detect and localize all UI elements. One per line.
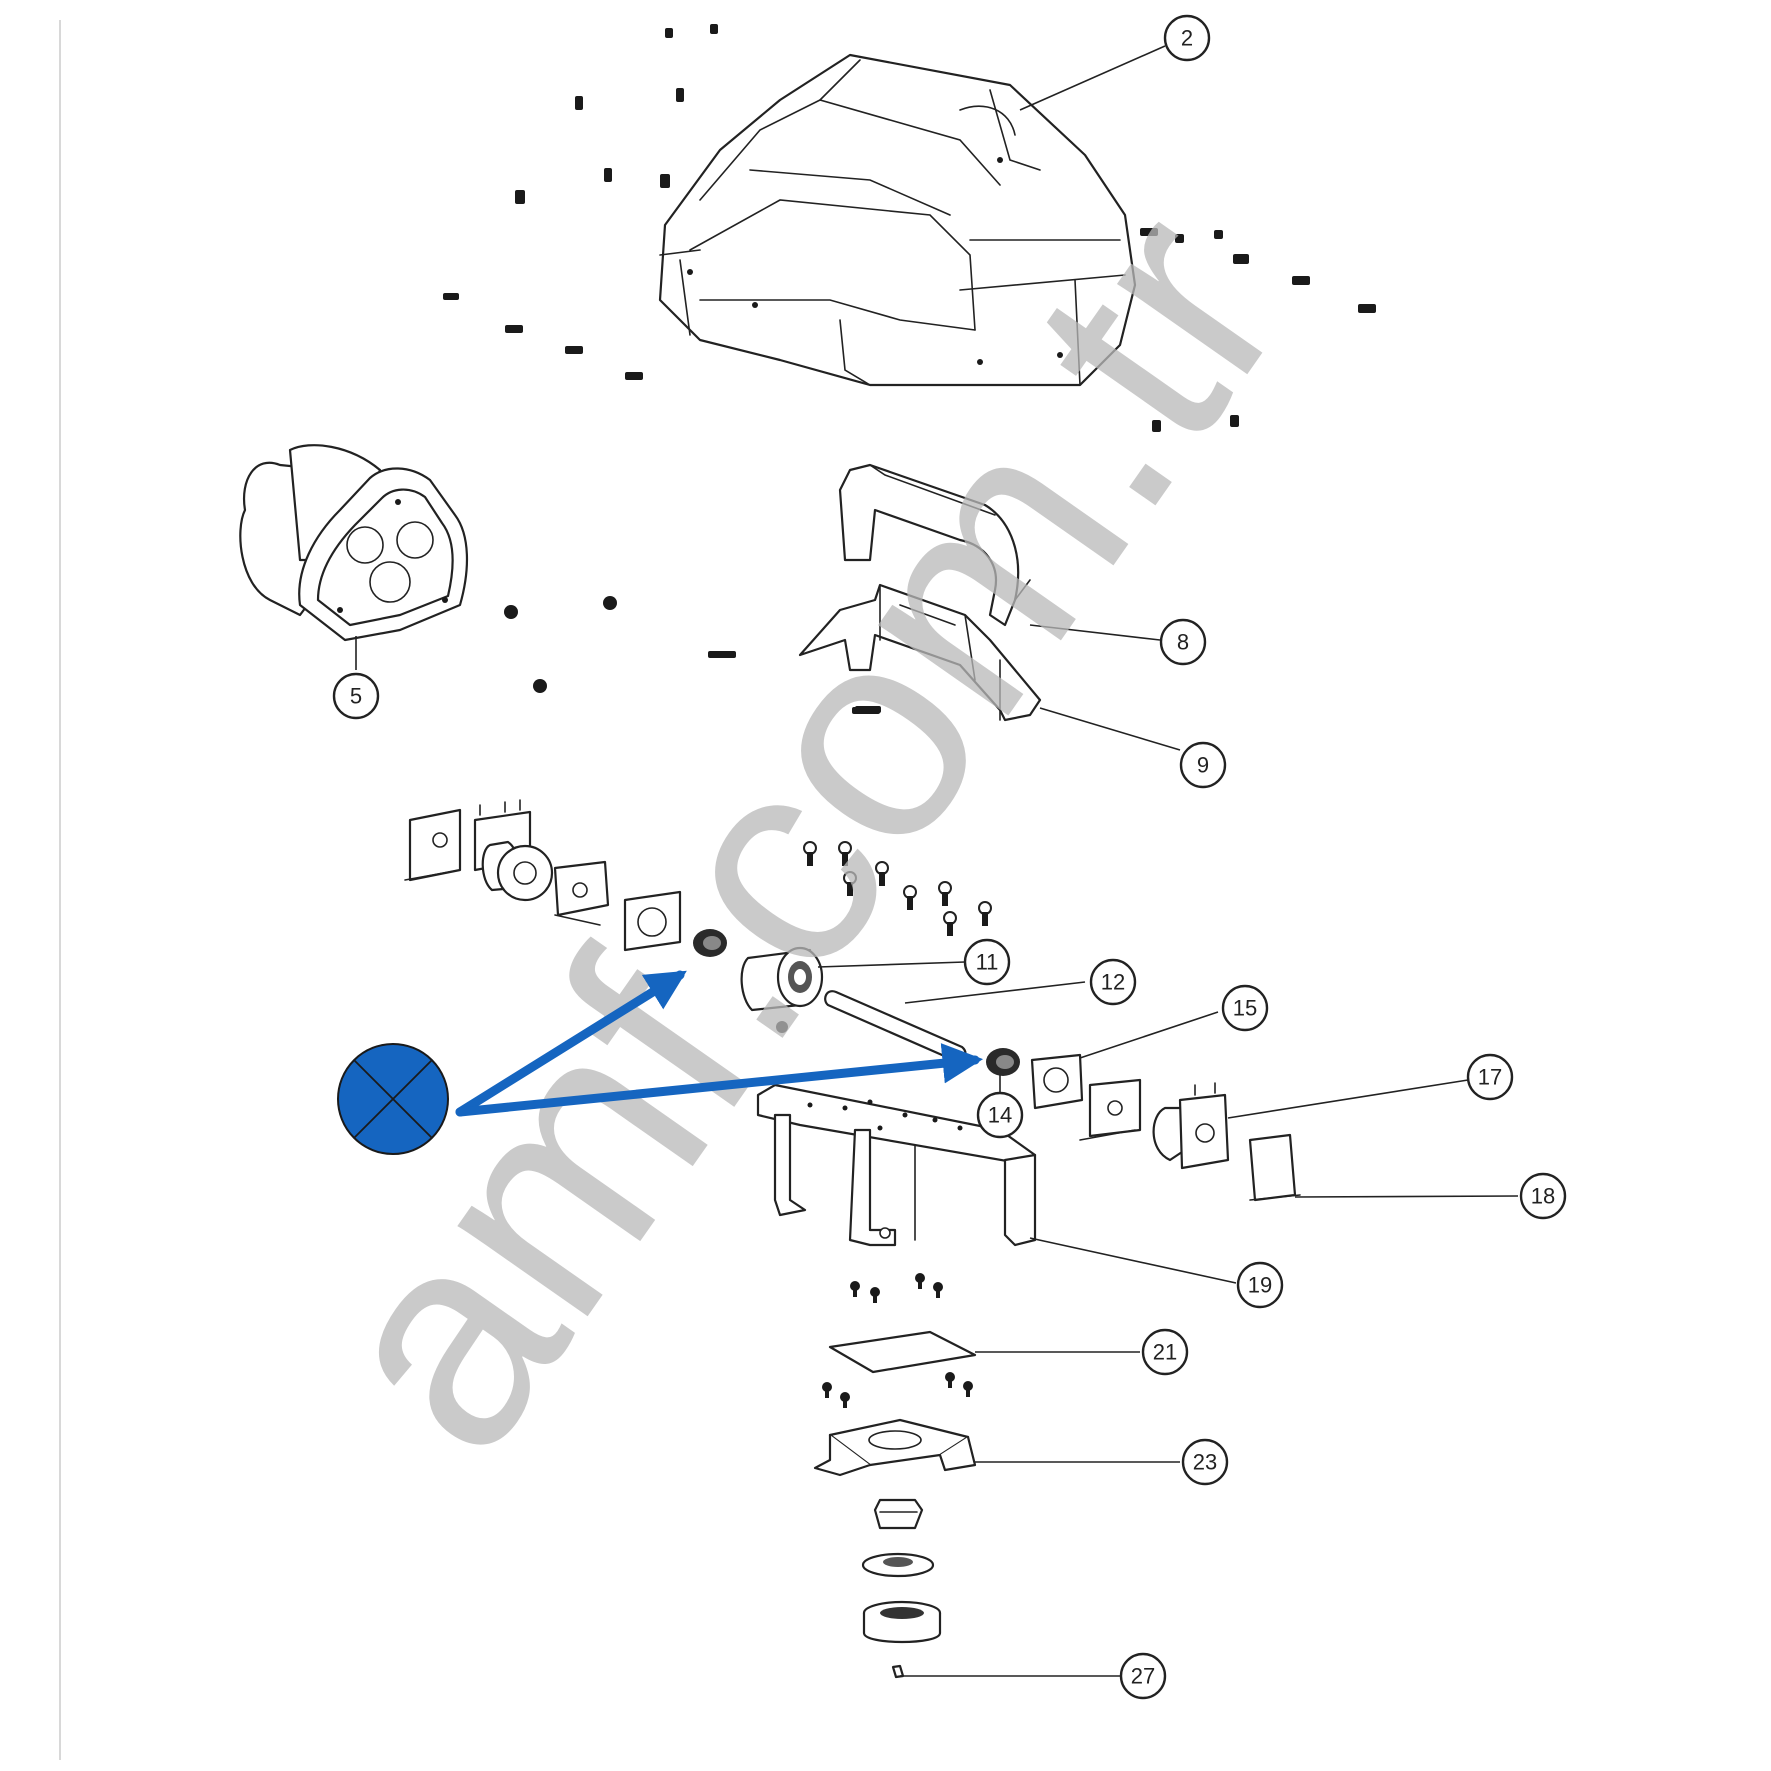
roller — [740, 946, 824, 1012]
svg-text:14: 14 — [988, 1103, 1012, 1128]
svg-text:17: 17 — [1478, 1065, 1502, 1090]
roller-screws — [776, 841, 992, 1033]
callout-19: 19 — [1236, 1261, 1284, 1309]
arrow-to-left-bushing — [455, 970, 687, 1117]
top-housing-cover — [658, 53, 1137, 387]
leader-lines — [355, 45, 1519, 1677]
svg-text:18: 18 — [1531, 1184, 1555, 1209]
svg-text:9: 9 — [1197, 753, 1209, 778]
bushing-14 — [986, 1048, 1020, 1076]
svg-text:5: 5 — [350, 684, 362, 709]
callout-8: 8 — [1159, 618, 1207, 666]
svg-text:23: 23 — [1193, 1450, 1217, 1475]
callout-15: 15 — [1221, 984, 1269, 1032]
trilobe-flange-housing — [239, 444, 468, 642]
callouts: 2 5 8 9 11 12 14 15 17 18 19 21 23 27 — [332, 14, 1567, 1700]
svg-text:12: 12 — [1101, 970, 1125, 995]
callout-9: 9 — [1179, 741, 1227, 789]
left-bearing-assembly — [404, 799, 727, 957]
flat-plate-21 — [828, 1330, 977, 1374]
callout-12: 12 — [1089, 958, 1137, 1006]
right-bearing-17 — [1152, 1082, 1230, 1170]
callout-14: 14 — [976, 1091, 1024, 1139]
callout-2: 2 — [1163, 14, 1211, 62]
svg-text:27: 27 — [1131, 1664, 1155, 1689]
svg-text:21: 21 — [1153, 1340, 1177, 1365]
svg-text:19: 19 — [1248, 1273, 1272, 1298]
block-15 — [1030, 1053, 1142, 1141]
svg-text:15: 15 — [1233, 996, 1257, 1021]
callout-11: 11 — [963, 938, 1011, 986]
circle-cross-icon — [337, 1043, 449, 1155]
svg-text:11: 11 — [976, 950, 999, 975]
angled-support-frame — [798, 583, 1042, 722]
svg-text:2: 2 — [1181, 26, 1193, 51]
plate-18 — [1248, 1133, 1301, 1202]
highlight-arrows — [455, 970, 984, 1117]
arrow-to-right-bushing — [455, 1043, 984, 1117]
cover-screws — [443, 24, 1376, 432]
callout-27: 27 — [1119, 1652, 1167, 1700]
callout-17: 17 — [1466, 1053, 1514, 1101]
svg-text:8: 8 — [1177, 630, 1189, 655]
base-platform — [756, 1083, 1037, 1247]
base-screws — [822, 1273, 973, 1408]
callout-5: 5 — [332, 672, 380, 720]
nut-washer-bearing-stack — [861, 1498, 942, 1644]
callout-21: 21 — [1141, 1328, 1189, 1376]
mounting-bracket-23 — [813, 1418, 977, 1477]
c-handle-bracket — [838, 463, 1031, 627]
callout-23: 23 — [1181, 1438, 1229, 1486]
callout-18: 18 — [1519, 1172, 1567, 1220]
